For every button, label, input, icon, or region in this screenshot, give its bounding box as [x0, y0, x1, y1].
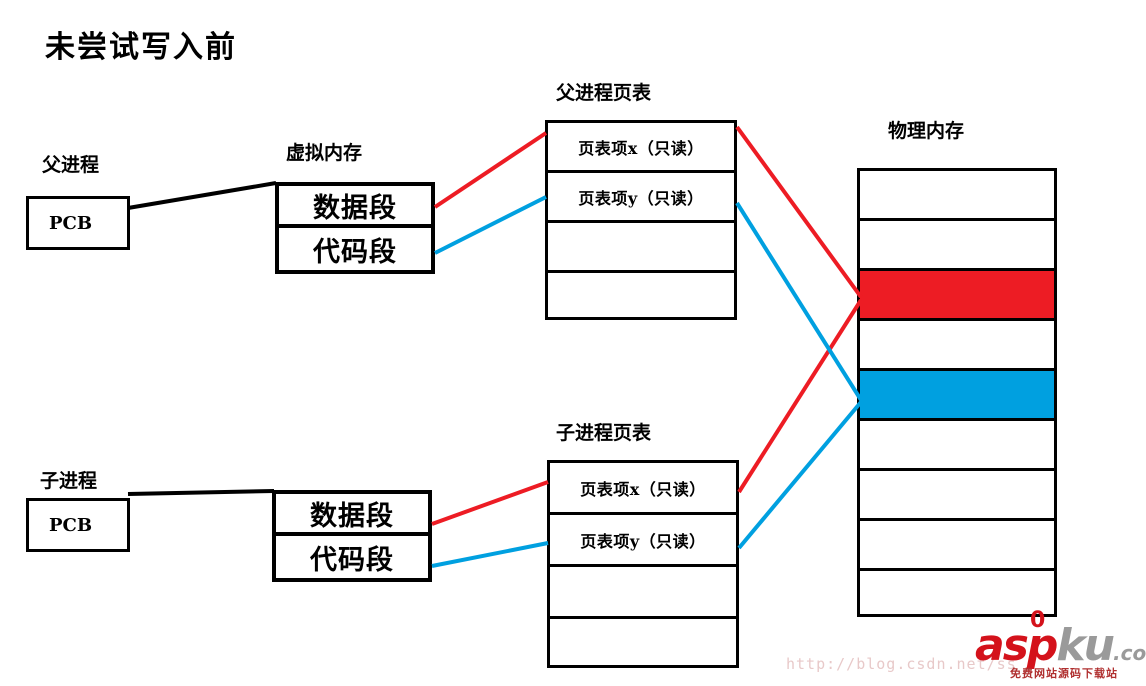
- child-page-table-label: 子进程页表: [556, 422, 652, 444]
- child-pte-row-2: 页表项y（只读）: [550, 515, 736, 567]
- parent-pte-row-4: [548, 273, 734, 320]
- child-data-segment-row: 数据段: [276, 494, 428, 536]
- child-data-to-ptex-line: [431, 480, 549, 526]
- page-title: 未尝试写入前: [45, 30, 237, 65]
- parent-pte-row-1: 页表项x（只读）: [548, 123, 734, 173]
- parent-page-table-box: 页表项x（只读） 页表项y（只读）: [545, 120, 737, 320]
- aspku-logo: aspku.com: [975, 620, 1146, 671]
- child-pcb-to-vm-line: [127, 489, 275, 496]
- child-ptey-to-blue-frame-line: [737, 400, 863, 550]
- physical-frame-7: [860, 471, 1054, 521]
- aspku-logo-ku: ku: [1056, 620, 1115, 671]
- physical-frame-2: [860, 221, 1054, 271]
- child-pte-x-label: 页表项x（只读）: [580, 479, 706, 499]
- child-code-segment-label: 代码段: [310, 544, 394, 576]
- child-pcb-box: PCB: [26, 498, 130, 552]
- physical-frame-5-blue: [860, 371, 1054, 421]
- child-pte-row-1: 页表项x（只读）: [550, 463, 736, 515]
- physical-frame-9: [860, 571, 1054, 614]
- parent-pte-x-label: 页表项x（只读）: [578, 138, 704, 158]
- child-data-segment-label: 数据段: [310, 500, 394, 532]
- physical-frame-3-red: [860, 271, 1054, 321]
- parent-pte-y-label: 页表项y（只读）: [578, 188, 704, 208]
- child-pte-y-label: 页表项y（只读）: [580, 531, 706, 551]
- physical-frame-4: [860, 321, 1054, 371]
- parent-pcb-to-vm-line: [127, 181, 277, 210]
- parent-process-label: 父进程: [42, 154, 100, 176]
- parent-ptey-to-blue-frame-line: [735, 201, 863, 402]
- parent-pte-row-2: 页表项y（只读）: [548, 173, 734, 223]
- parent-pcb-box: PCB: [26, 196, 130, 250]
- child-code-segment-row: 代码段: [276, 536, 428, 578]
- physical-memory-box: [857, 168, 1057, 617]
- aspku-logo-zero: 0: [1030, 608, 1046, 633]
- aspku-logo-asp: asp: [975, 620, 1058, 671]
- parent-code-segment-row: 代码段: [279, 228, 431, 270]
- child-ptex-to-red-frame-line: [737, 298, 863, 494]
- parent-data-segment-label: 数据段: [313, 192, 397, 224]
- child-code-to-ptey-line: [431, 541, 549, 568]
- parent-pcb-label: PCB: [49, 212, 93, 234]
- aspku-tagline: 免费网站源码下载站: [1010, 667, 1118, 680]
- child-page-table-box: 页表项x（只读） 页表项y（只读）: [547, 460, 739, 668]
- child-virtual-memory-box: 数据段 代码段: [272, 490, 432, 582]
- parent-ptex-to-red-frame-line: [735, 125, 863, 299]
- parent-virtual-memory-box: 数据段 代码段: [275, 182, 435, 274]
- parent-data-to-ptex-line: [433, 131, 548, 209]
- physical-memory-label: 物理内存: [888, 120, 965, 142]
- parent-virtual-memory-label: 虚拟内存: [286, 142, 363, 164]
- csdn-url-watermark: http://blog.csdn.net/ss: [786, 655, 1017, 673]
- physical-frame-1: [860, 171, 1054, 221]
- physical-frame-6: [860, 421, 1054, 471]
- child-pte-row-4: [550, 619, 736, 665]
- aspku-logo-com: .com: [1112, 641, 1146, 665]
- parent-data-segment-row: 数据段: [279, 186, 431, 228]
- child-process-label: 子进程: [40, 470, 98, 492]
- physical-frame-8: [860, 521, 1054, 571]
- parent-code-segment-label: 代码段: [313, 236, 397, 268]
- child-pcb-label: PCB: [49, 514, 93, 536]
- parent-pte-row-3: [548, 223, 734, 273]
- parent-code-to-ptey-line: [434, 195, 547, 255]
- child-pte-row-3: [550, 567, 736, 619]
- parent-page-table-label: 父进程页表: [556, 82, 652, 104]
